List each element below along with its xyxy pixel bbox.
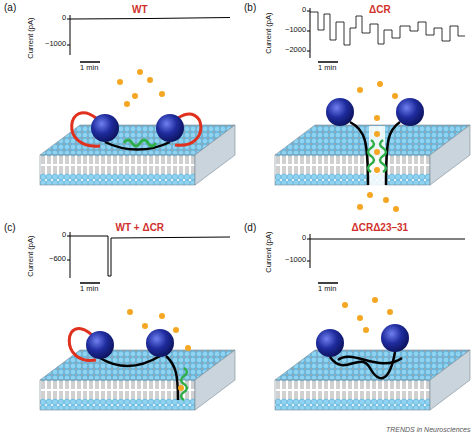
tick-label: 0 bbox=[302, 234, 306, 242]
illustration-a bbox=[40, 69, 235, 185]
tick-label: −1000 bbox=[285, 26, 306, 34]
axis-title: Current (pA) bbox=[264, 12, 272, 53]
tick-label: 0 bbox=[62, 231, 66, 239]
scale-label: 1 min bbox=[80, 64, 98, 72]
journal-credit: TRENDS in Neurosciences bbox=[386, 426, 470, 434]
illustration-d bbox=[275, 297, 470, 410]
trace-b bbox=[307, 8, 465, 62]
scale-label: 1 min bbox=[318, 64, 336, 72]
panel-letter: (a) bbox=[4, 2, 16, 13]
illustration-c bbox=[40, 309, 235, 410]
panel-title: ΔCR bbox=[369, 4, 391, 15]
tick-label: −600 bbox=[49, 255, 66, 263]
scale-label: 1 min bbox=[318, 285, 336, 293]
axis-title: Current (pA) bbox=[26, 235, 34, 276]
illustration-b bbox=[275, 81, 470, 212]
panel-title: ΔCRΔ23–31 bbox=[352, 222, 409, 233]
panel-letter: (c) bbox=[4, 222, 16, 233]
trace-d bbox=[307, 234, 465, 283]
tick-label: −1000 bbox=[45, 40, 66, 48]
tick-label: 0 bbox=[62, 14, 66, 22]
trace-a bbox=[67, 15, 230, 62]
tick-label: −2000 bbox=[285, 46, 306, 54]
scale-label: 1 min bbox=[80, 285, 98, 293]
panel-letter: (b) bbox=[244, 2, 256, 13]
panel-title: WT bbox=[132, 4, 148, 15]
axis-title: Current (pA) bbox=[264, 231, 272, 272]
panel-letter: (d) bbox=[244, 222, 256, 233]
axis-title: Current (pA) bbox=[26, 17, 34, 58]
tick-label: −1000 bbox=[285, 256, 306, 264]
trace-c bbox=[67, 232, 230, 283]
tick-label: 0 bbox=[302, 6, 306, 14]
panel-title: WT + ΔCR bbox=[116, 222, 165, 233]
